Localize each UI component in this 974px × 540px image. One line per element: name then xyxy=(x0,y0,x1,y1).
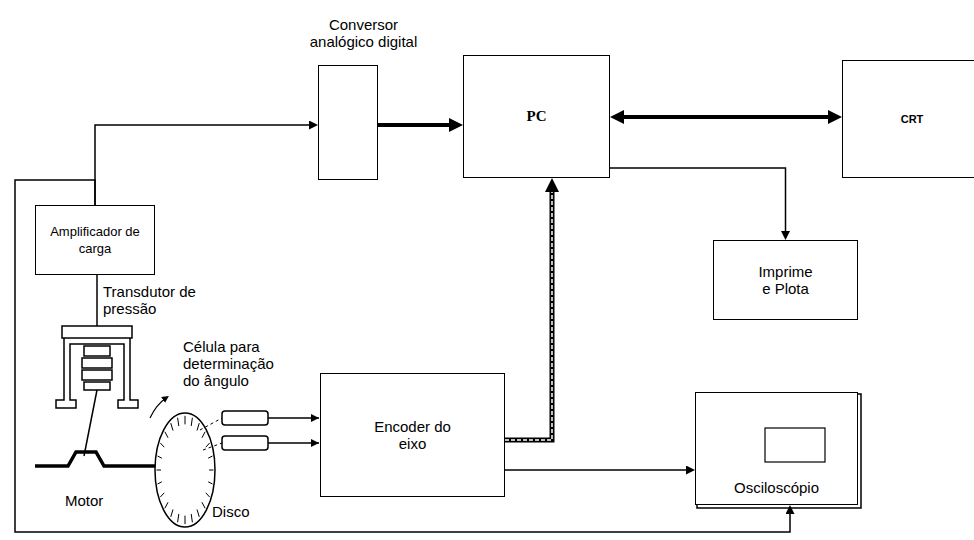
disc-tick xyxy=(165,502,168,508)
signal-arrow xyxy=(505,469,686,471)
part-name: Motor xyxy=(65,492,125,509)
signal-arrow xyxy=(610,168,786,231)
angle-cell xyxy=(222,411,319,450)
crankshaft xyxy=(35,452,160,466)
signal-arrow xyxy=(505,192,552,440)
box-label: Amplificador de carga xyxy=(49,223,141,257)
disc-tick xyxy=(165,432,168,438)
box-label: Encoder do eixo xyxy=(368,418,458,452)
amplifier-box: Amplificador de carga xyxy=(35,205,155,275)
display-box: CRT xyxy=(842,60,974,178)
signal-arrow xyxy=(624,115,828,119)
box-label: Imprime e Plota xyxy=(755,263,817,297)
signal-arrow xyxy=(95,125,309,205)
disc-tick xyxy=(202,432,205,438)
part-name: Disco xyxy=(212,503,272,520)
disc-tick xyxy=(191,514,192,522)
bus-inner-line xyxy=(505,192,552,440)
converter-box: Conversor analógico digital xyxy=(318,65,378,180)
disc-tick xyxy=(160,493,164,497)
signal-wire xyxy=(96,275,98,326)
disc-tick xyxy=(208,482,212,484)
disc-tick xyxy=(157,482,161,484)
oscilloscope-box: Osciloscópio xyxy=(695,392,858,505)
part-name: Célula para determinação do ângulo xyxy=(183,338,283,389)
disc-tick xyxy=(197,509,199,516)
disc-tick xyxy=(206,443,210,447)
encoder-box: Encoder do eixo xyxy=(320,373,505,497)
angle-disc xyxy=(150,398,215,527)
disc-tick xyxy=(202,502,205,508)
disc-tick xyxy=(208,456,212,458)
disc-tick xyxy=(209,470,214,471)
pressure-transducer xyxy=(56,326,138,456)
box-label: PC xyxy=(527,108,547,125)
signal-arrow xyxy=(378,123,449,127)
disc-tick xyxy=(160,443,164,447)
disc-tick xyxy=(197,423,199,430)
disc-tick xyxy=(178,418,179,426)
signal-arrow xyxy=(15,180,790,532)
disc-tick xyxy=(206,493,210,497)
disc-tick xyxy=(191,418,192,426)
disc-tick xyxy=(185,516,186,525)
box-label: Osciloscópio xyxy=(734,479,819,496)
oscilloscope-screen xyxy=(765,428,825,462)
computer-box: PC xyxy=(463,55,610,178)
box-label: Conversor analógico digital xyxy=(301,16,426,50)
light-path xyxy=(203,443,222,450)
disc-tick xyxy=(157,470,162,471)
disc-tick xyxy=(171,423,173,430)
light-path xyxy=(200,418,222,430)
disc-tick xyxy=(171,509,173,516)
disc-tick xyxy=(185,416,186,425)
disc-tick xyxy=(178,514,179,522)
disc-tick xyxy=(157,456,161,458)
box-shadow xyxy=(697,394,861,508)
part-name: Transdutor de pressão xyxy=(103,283,213,317)
box-label: CRT xyxy=(882,111,942,128)
printer-box: Imprime e Plota xyxy=(713,240,858,320)
